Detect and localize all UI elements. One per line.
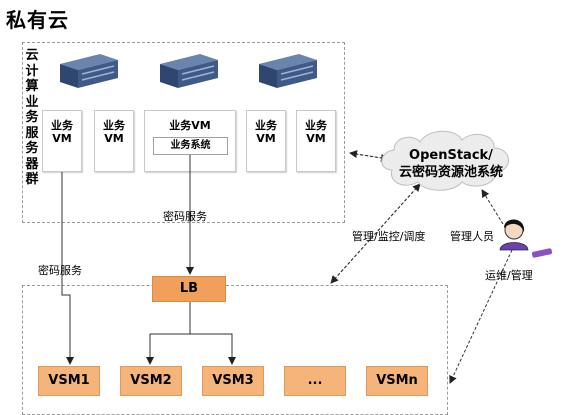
admin-label: 管理人员 xyxy=(450,230,494,243)
openstack-line1: OpenStack/ xyxy=(409,148,493,163)
server-cluster-frame xyxy=(22,42,345,223)
vsm-box-ellipsis: ... xyxy=(284,366,346,396)
server-icon-2 xyxy=(160,54,218,88)
page-title: 私有云 xyxy=(6,8,69,32)
manage-monitor-label: 管理/监控/调度 xyxy=(352,230,426,243)
cluster-to-openstack-arrow xyxy=(349,150,389,162)
vm-box-1: 业务 VM xyxy=(42,110,82,172)
vm-label: VM xyxy=(306,132,326,145)
openstack-to-vsm-arrow xyxy=(330,183,421,284)
admin-to-vsmn-arrow xyxy=(449,249,513,384)
openstack-line2: 云密码资源池系统 xyxy=(398,165,503,180)
openstack-label: OpenStack/ 云密码资源池系统 xyxy=(386,147,516,181)
vm-label: VM xyxy=(104,132,124,145)
vm-box-4: 业务 VM xyxy=(246,110,286,172)
vm-label: 业务 xyxy=(103,119,125,132)
lb-distribution-lines xyxy=(146,302,236,365)
business-system-box: 业务系统 xyxy=(153,137,228,155)
server-icon-3 xyxy=(259,54,317,88)
ops-label: 运维/管理 xyxy=(485,269,533,282)
crypto-service-label-left: 密码服务 xyxy=(38,264,82,277)
vm-label: VM xyxy=(256,132,276,145)
vm-label: 业务 xyxy=(305,119,327,132)
vsm-box-n: VSMn xyxy=(366,366,428,396)
vsm-box-2: VSM2 xyxy=(120,366,182,396)
crypto-service-label-top: 密码服务 xyxy=(163,210,207,223)
vsm-box-3: VSM3 xyxy=(202,366,264,396)
admin-person-icon xyxy=(499,219,553,258)
vm-label: 业务VM xyxy=(169,119,211,132)
service-line-vm-to-vsm1 xyxy=(61,172,74,365)
vm-box-2: 业务 VM xyxy=(94,110,134,172)
vm-label: VM xyxy=(52,132,72,145)
vm-label: 业务 xyxy=(255,119,277,132)
vm-label: 业务 xyxy=(51,119,73,132)
server-icon-1 xyxy=(60,54,118,88)
cluster-label: 云计算业务服务器群 xyxy=(25,48,39,187)
connector-lines xyxy=(61,130,553,384)
openstack-cloud-icon xyxy=(381,130,509,191)
vm-box-5: 业务 VM xyxy=(296,110,336,172)
vsm-box-1: VSM1 xyxy=(38,366,100,396)
admin-to-openstack-arrow xyxy=(481,189,504,225)
load-balancer-box: LB xyxy=(152,276,226,302)
